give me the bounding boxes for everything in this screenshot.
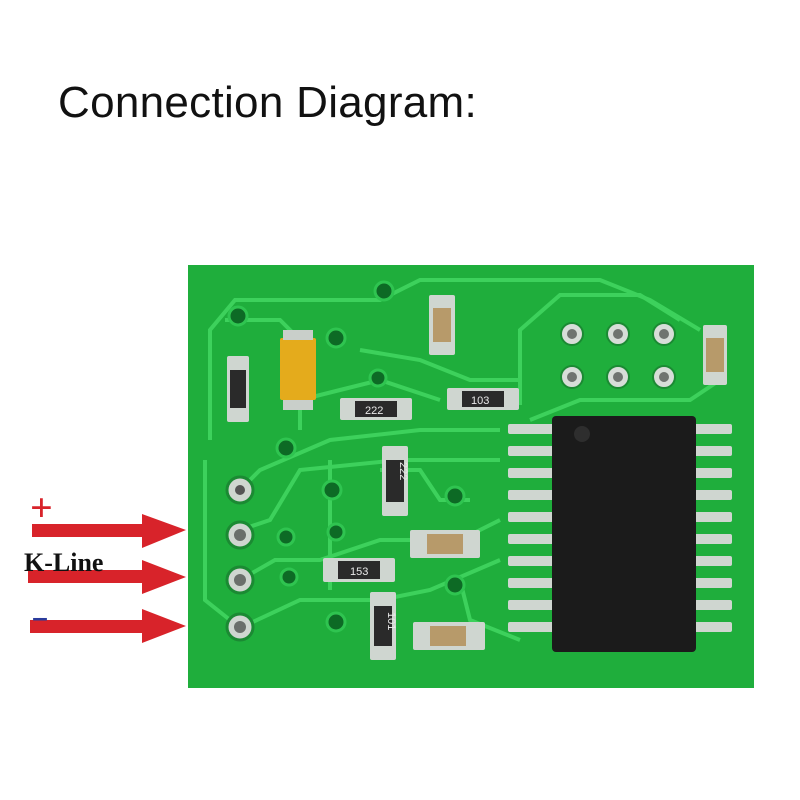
connection-arrows bbox=[28, 514, 186, 643]
smd-components bbox=[227, 295, 727, 660]
label-r3: 153 bbox=[350, 566, 368, 578]
plus-label: + bbox=[30, 485, 53, 530]
ic-pins bbox=[508, 424, 732, 632]
arrow-right-icon bbox=[32, 514, 186, 548]
ic-chip bbox=[552, 416, 696, 652]
pad-kline-hole bbox=[234, 574, 246, 586]
label-r5: 101 bbox=[385, 612, 397, 630]
pcb-traces bbox=[203, 278, 722, 642]
pad-plus-hole bbox=[235, 485, 245, 495]
arrow-right-icon bbox=[28, 560, 186, 594]
diagram-title: Connection Diagram: bbox=[58, 78, 478, 127]
label-r1: 222 bbox=[365, 405, 383, 417]
kline-label: K-Line bbox=[24, 548, 104, 577]
silkscreen-labels: 222 103 153 222 101 bbox=[350, 395, 489, 630]
arrow-right-icon bbox=[30, 609, 186, 643]
minus-label: -- bbox=[32, 600, 48, 633]
header-pads bbox=[560, 322, 676, 389]
pad-minus-hole bbox=[234, 621, 246, 633]
label-r2: 103 bbox=[471, 395, 489, 407]
tantalum-capacitor bbox=[280, 330, 316, 410]
ic-pin1-marker bbox=[574, 426, 590, 442]
pad-unused-hole bbox=[234, 529, 246, 541]
connection-pads bbox=[225, 475, 255, 642]
pcb-vias bbox=[227, 280, 466, 633]
label-r4: 222 bbox=[397, 462, 409, 480]
